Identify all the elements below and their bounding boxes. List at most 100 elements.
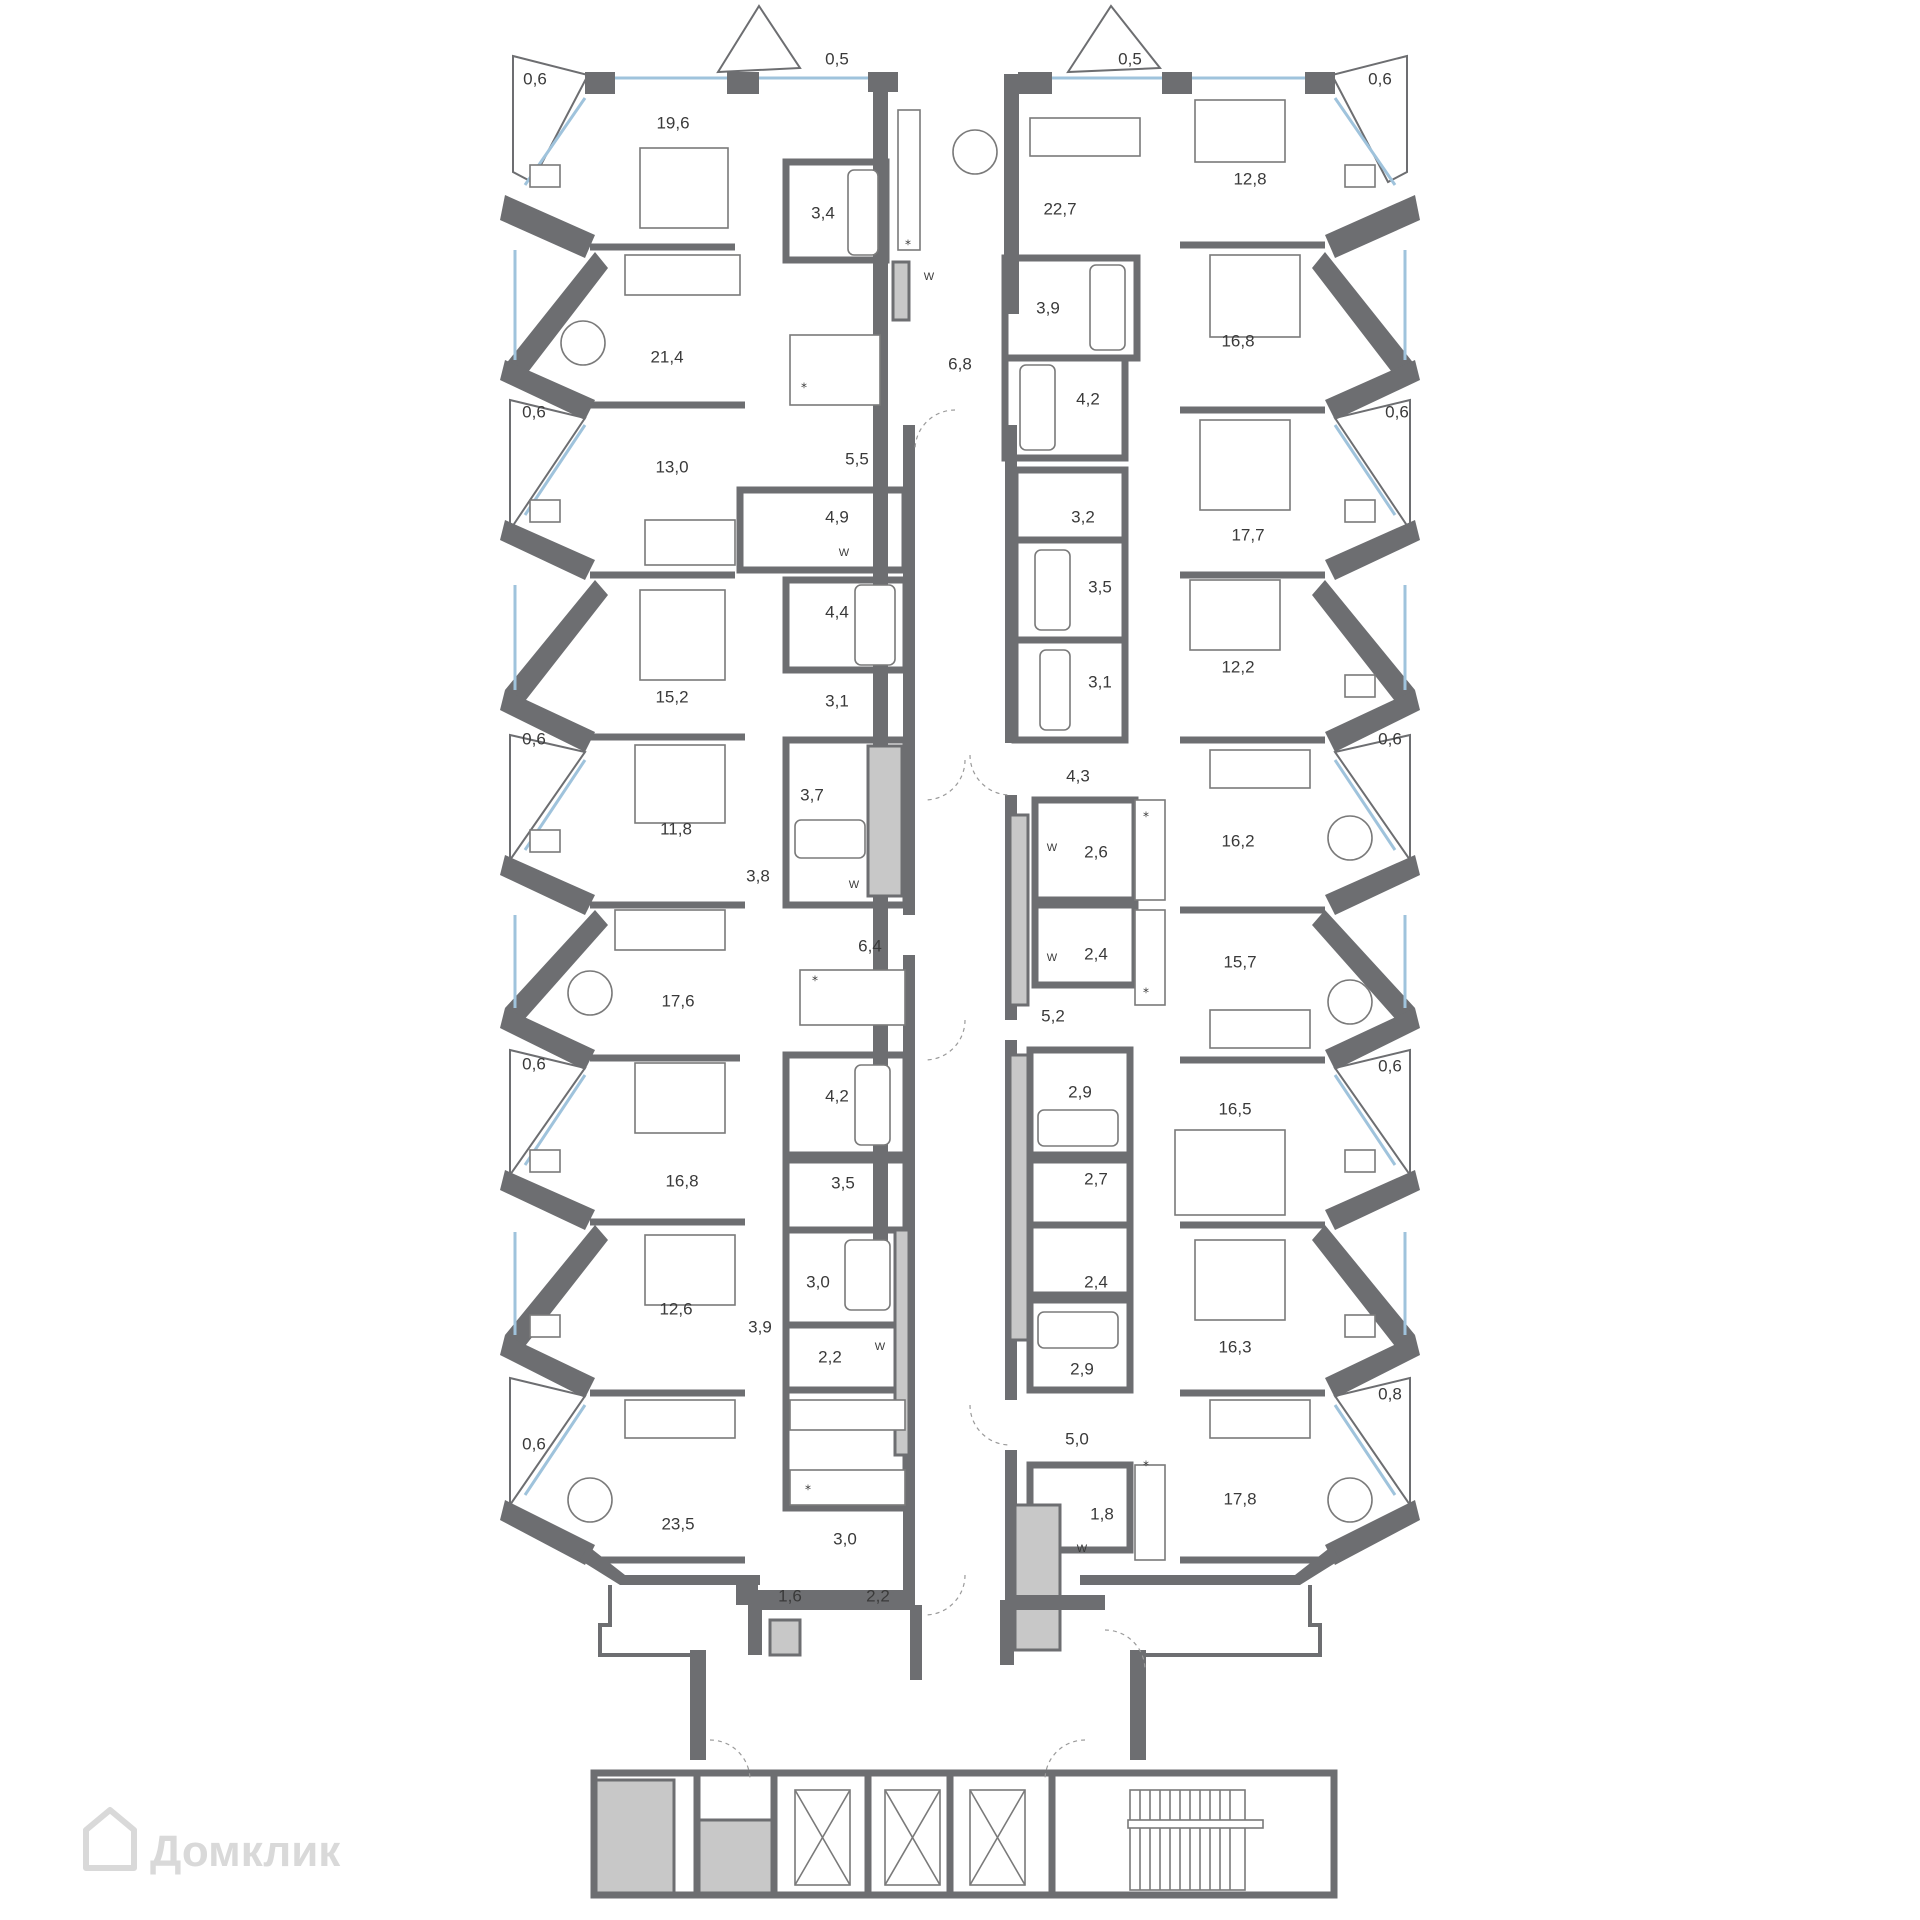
area-bathroom: 3,9 [1036,298,1060,317]
desk-icon [1344,674,1376,698]
area-balcony: 0,6 [1385,402,1409,421]
dining-table-icon [1327,1477,1373,1523]
area-balcony: 0,6 [522,1434,546,1453]
area-hallway: 5,0 [1065,1429,1089,1448]
balcony-right-5[interactable] [1333,1376,1411,1509]
dining-table-icon [567,1477,613,1523]
wardrobe-mark: W [1047,842,1058,854]
balcony-left-2[interactable] [509,398,587,534]
building-core [590,1585,1338,1899]
kitchen-counter-icon [1134,1464,1166,1561]
balcony-right-4[interactable] [1333,1048,1411,1179]
staircase[interactable] [1127,1789,1264,1891]
area-bedroom: 16,5 [1218,1099,1251,1118]
bathtub-icon [1034,549,1071,631]
desk-icon [1344,1314,1376,1338]
balconies [509,4,1411,1509]
watermark: Домклик [83,1807,341,1876]
vent-mark: * [805,1483,811,1497]
wardrobe-mark: W [849,879,860,891]
wardrobe-mark: W [839,547,850,559]
area-bathroom: 4,4 [825,602,849,621]
service-shafts [592,260,1062,1897]
sofa-icon [624,254,741,296]
symbol-marks: W W W W W W W * * * * * * * [801,238,1149,1555]
balcony-left-5[interactable] [509,1376,587,1509]
dining-table-icon [1327,815,1373,861]
kitchen-counter-icon [1134,909,1166,1006]
area-bathroom: 2,9 [1070,1359,1094,1378]
kitchen-counter-icon [1134,799,1166,901]
balcony-right-3[interactable] [1333,733,1411,864]
area-balcony: 0,6 [522,1054,546,1073]
bed-icon [639,589,726,681]
balcony-left-4[interactable] [509,1048,587,1179]
area-bedroom: 12,2 [1221,657,1254,676]
area-bedroom: 17,7 [1231,525,1264,544]
vent-mark: * [1143,1459,1149,1473]
bathtub-icon [847,169,879,256]
bed-icon [634,744,726,824]
dining-table-icon [560,320,606,366]
bathtub-icon [854,1064,891,1146]
area-balcony: 0,6 [1378,729,1402,748]
balcony-top-notch-left[interactable] [716,4,802,74]
area-labels-left: 0,6 0,5 19,6 3,4 21,4 5,5 0,6 13,0 4,9 1… [522,49,890,1605]
area-bedroom: 16,3 [1218,1337,1251,1356]
area-balcony-top-notch: 0,5 [1118,49,1142,68]
balcony-top-notch-right[interactable] [1066,4,1162,74]
sofa-icon [1209,1009,1311,1049]
area-hallway: 3,9 [748,1317,772,1336]
area-storage: 1,8 [1090,1504,1114,1523]
bed-icon [634,1062,726,1134]
balcony-top-right[interactable] [1330,54,1408,184]
interior-walls [590,158,1325,1605]
area-bathroom: 2,9 [1068,1082,1092,1101]
bed-icon [1194,99,1286,163]
area-bedroom: 11,8 [660,819,692,838]
area-labels-right: 0,5 0,6 22,7 12,8 6,8 3,9 16,8 4,2 0,6 3… [948,49,1409,1523]
area-bathroom: 3,7 [800,785,824,804]
area-hallway: 5,2 [1041,1006,1065,1025]
bathtub-icon [1037,1109,1119,1147]
dining-table-icon [952,129,998,175]
desk-icon [529,1149,561,1173]
balcony-left-3[interactable] [509,733,587,864]
wardrobe-mark: W [1077,1543,1088,1555]
area-wc: 1,6 [778,1586,802,1605]
area-hallway: 5,5 [845,449,869,468]
area-living-room: 21,4 [650,347,683,366]
sofa-icon [624,1399,736,1439]
exterior-walls [500,72,1420,1605]
bed-icon [1194,1239,1286,1321]
area-balcony-top-notch: 0,5 [825,49,849,68]
area-wc: 2,2 [818,1347,842,1366]
sofa-icon [1209,1399,1311,1439]
vent-mark: * [1143,810,1149,824]
desk-icon [529,164,561,188]
balcony-right-2[interactable] [1333,398,1411,534]
area-storage: 3,5 [831,1173,855,1192]
area-bathroom: 4,9 [825,507,849,526]
bed-icon [1174,1129,1286,1216]
area-bathroom: 4,2 [1076,389,1100,408]
area-storage: 2,4 [1084,944,1108,963]
area-storage: 2,2 [866,1586,890,1605]
bathtub-icon [1019,364,1056,451]
wardrobe-mark: W [875,1341,886,1353]
desk-icon [529,829,561,853]
area-balcony: 0,6 [522,402,546,421]
area-storage: 3,2 [1071,507,1095,526]
bathtub-icon [1037,1311,1119,1349]
bed-icon [644,1234,736,1306]
area-living-room: 17,6 [661,991,694,1010]
bathtub-icon [1039,649,1071,731]
desk-icon [529,1314,561,1338]
area-bathroom: 3,0 [806,1272,830,1291]
kitchen-counter-icon [897,109,921,251]
area-bedroom: 12,8 [1233,169,1266,188]
area-storage: 2,6 [1084,842,1108,861]
area-bathroom: 3,4 [811,203,835,222]
area-hallway: 3,8 [746,866,770,885]
